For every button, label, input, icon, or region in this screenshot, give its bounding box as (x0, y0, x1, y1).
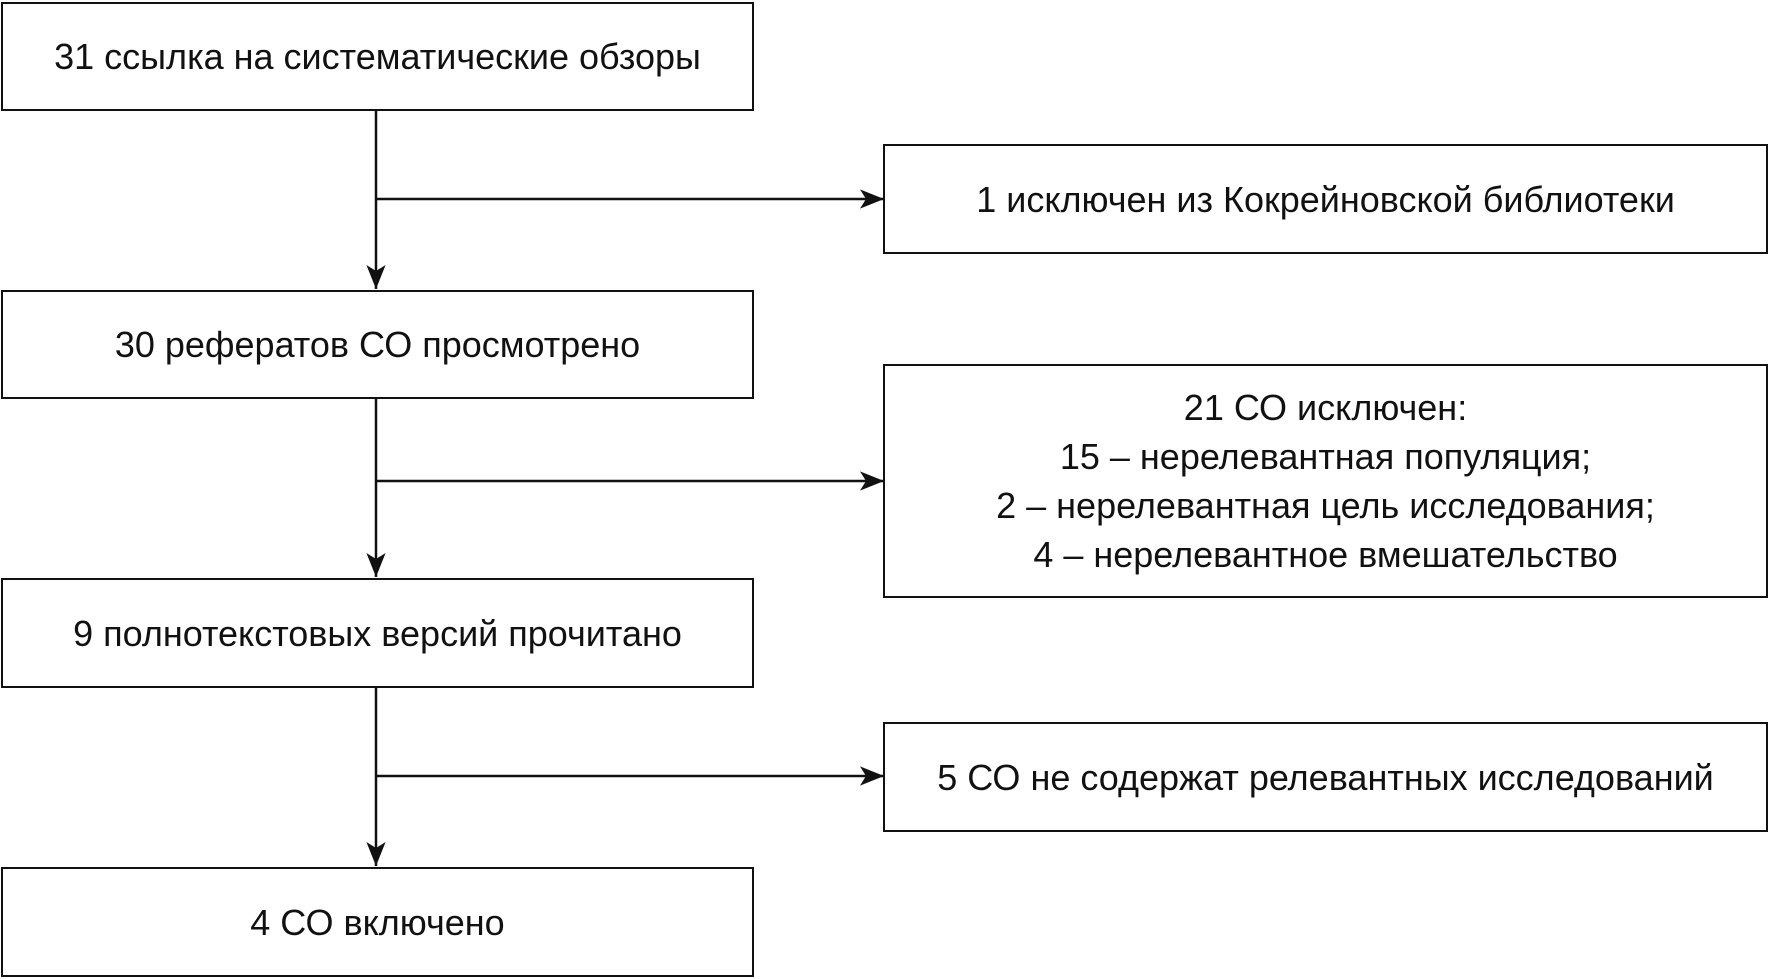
step-box-included: 4 СО включено (1, 867, 754, 977)
step-label: 9 полнотекстовых версий прочитано (73, 612, 682, 654)
exclusion-box-no-relevant-studies: 5 СО не содержат релевантных исследовани… (883, 722, 1768, 832)
exclusion-reason-aim: 2 – нерелевантная цель исследования; (996, 485, 1655, 526)
exclusion-label: 1 исключен из Кокрейновской библиотеки (976, 178, 1675, 220)
step-box-abstracts-screened: 30 рефератов СО просмотрено (1, 290, 754, 399)
exclusion-reason-intervention: 4 – нерелевантное вмешательство (1033, 534, 1618, 575)
exclusion-box-cochrane: 1 исключен из Кокрейновской библиотеки (883, 144, 1768, 254)
step-label: 4 СО включено (250, 901, 505, 943)
exclusion-reason-population: 15 – нерелевантная популяция; (1059, 436, 1592, 477)
step-box-references: 31 ссылка на систематические обзоры (1, 2, 754, 111)
step-label: 31 ссылка на систематические обзоры (54, 36, 701, 77)
exclusion-heading: 21 СО исключен: (1183, 387, 1468, 428)
exclusion-label: 5 СО не содержат релевантных исследовани… (937, 756, 1714, 798)
exclusion-box-reasons: 21 СО исключен: 15 – нерелевантная попул… (883, 364, 1768, 598)
step-box-fulltexts-read: 9 полнотекстовых версий прочитано (1, 578, 754, 688)
step-label: 30 рефератов СО просмотрено (114, 324, 641, 365)
